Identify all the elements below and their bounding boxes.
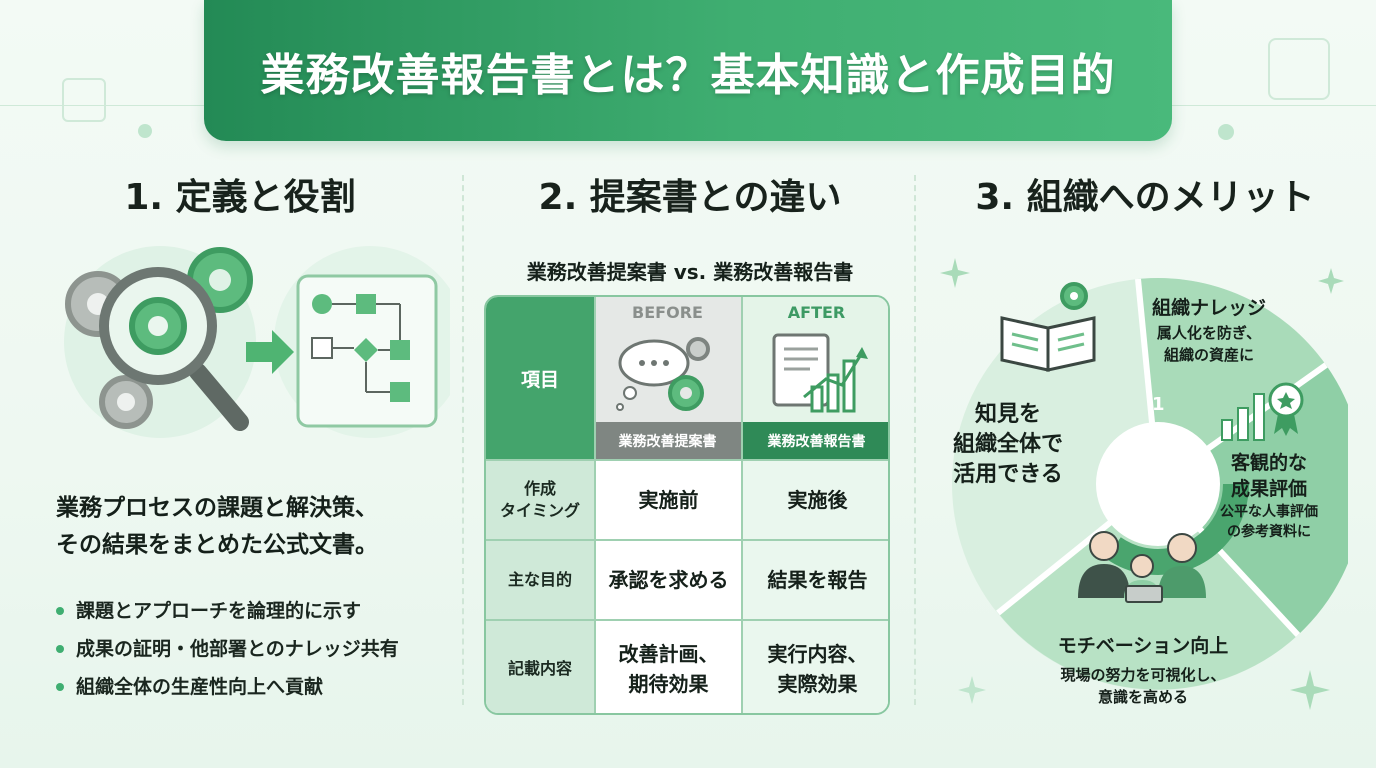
section1-title: 1. 定義と役割 bbox=[124, 177, 356, 218]
decor-square bbox=[62, 78, 106, 122]
section1-illustration bbox=[64, 246, 450, 438]
segment-desc: 現場の努力を可視化し、 bbox=[1060, 666, 1226, 684]
thought-bubble-icon bbox=[616, 337, 710, 411]
title-banner: 業務改善報告書とは？基本知識と作成目的 bbox=[204, 0, 1172, 141]
segment-title: 客観的な bbox=[1230, 452, 1307, 474]
report-chart-icon bbox=[772, 333, 868, 413]
description-line: 業務プロセスの課題と解決策、 bbox=[56, 495, 378, 521]
after-cell-content: 実行内容、 実際効果 bbox=[743, 621, 888, 713]
cell-text: 結果を報告 bbox=[767, 568, 868, 592]
after-cell-purpose: 結果を報告 bbox=[743, 541, 888, 619]
bullet-text: 課題とアプローチを論理的に示す bbox=[76, 600, 362, 622]
flowchart-icon bbox=[296, 274, 438, 428]
decor-dot bbox=[1218, 124, 1234, 140]
row-label-text: 記載内容 bbox=[507, 659, 572, 678]
segment-3-label: モチベーション向上 現場の努力を可視化し、 意識を高める bbox=[1018, 632, 1268, 708]
list-item: 組織全体の生産性向上へ貢献 bbox=[56, 668, 399, 706]
decor-line bbox=[0, 105, 204, 106]
before-label: BEFORE bbox=[632, 303, 703, 322]
section2-title: 2. 提案書との違い bbox=[538, 177, 842, 218]
row-label-purpose: 主な目的 bbox=[486, 541, 594, 619]
bullet-dot bbox=[56, 683, 64, 691]
row-label-text: 作成 bbox=[523, 479, 556, 498]
sparkle-icon bbox=[1290, 670, 1330, 710]
segment-title: 成果評価 bbox=[1230, 478, 1307, 500]
before-doc-tag: 業務改善提案書 bbox=[594, 422, 741, 459]
row-separator bbox=[486, 459, 888, 461]
cell-text: 実行内容、 bbox=[767, 642, 868, 666]
sparkle-icon bbox=[958, 676, 986, 704]
cell-text: 改善計画、 bbox=[618, 642, 719, 666]
row-separator bbox=[486, 619, 888, 621]
segment-2 bbox=[1158, 365, 1348, 635]
after-label: AFTER bbox=[787, 303, 846, 322]
bullet-dot bbox=[56, 607, 64, 615]
cell-text: 実際効果 bbox=[777, 672, 858, 696]
center-text-line: 活用できる bbox=[953, 462, 1063, 487]
section2-subtitle: 業務改善提案書 vs. 業務改善報告書 bbox=[526, 260, 854, 284]
comparison-table: 項目 BEFORE AFTER 業務改善提案書 業務改善報告書 作成 タイミング bbox=[484, 295, 890, 715]
segment-desc: 組織の資産に bbox=[1163, 346, 1254, 364]
benefits-wheel: 1 2 3 知見を 組織全体で 活用できる 組織ナレッジ 属人化を防ぎ、 組織の… bbox=[928, 248, 1348, 720]
header-item: 項目 bbox=[486, 297, 594, 459]
segment-desc: 属人化を防ぎ、 bbox=[1156, 324, 1262, 342]
list-item: 課題とアプローチを論理的に示す bbox=[56, 592, 399, 630]
open-book-icon bbox=[1000, 282, 1096, 372]
page-title: 業務改善報告書とは？基本知識と作成目的 bbox=[260, 49, 1116, 101]
wheel-hub bbox=[1096, 422, 1220, 546]
row-label-text: 主な目的 bbox=[507, 570, 572, 589]
cell-text: 期待効果 bbox=[628, 672, 709, 696]
list-item: 成果の証明・他部署とのナレッジ共有 bbox=[56, 630, 399, 668]
inner-ring bbox=[1067, 393, 1249, 575]
segment-number-1: 1 bbox=[1152, 394, 1165, 415]
bullet-dot bbox=[56, 645, 64, 653]
segment-desc: 意識を高める bbox=[1097, 688, 1188, 706]
row-label-content: 記載内容 bbox=[486, 621, 594, 713]
description-line: その結果をまとめた公式文書。 bbox=[56, 532, 378, 558]
column-separator bbox=[741, 297, 743, 713]
section3-title: 3. 組織へのメリット bbox=[975, 177, 1315, 218]
section1-description: 業務プロセスの課題と解決策、 その結果をまとめた公式文書。 bbox=[56, 490, 378, 564]
decor-dot bbox=[138, 124, 152, 138]
segment-number-2: 2 bbox=[1190, 456, 1203, 477]
column-divider bbox=[462, 175, 464, 705]
segment-desc: の参考資料に bbox=[1227, 524, 1311, 540]
segment-1-label: 組織ナレッジ 属人化を防ぎ、 組織の資産に bbox=[1134, 294, 1284, 366]
center-text-line: 知見を bbox=[974, 402, 1041, 427]
row-label-timing: 作成 タイミング bbox=[486, 461, 594, 539]
bar-chart-medal-icon bbox=[1221, 382, 1304, 441]
before-cell-content: 改善計画、 期待効果 bbox=[596, 621, 741, 713]
segment-title: モチベーション向上 bbox=[1057, 635, 1229, 657]
row-separator bbox=[486, 539, 888, 541]
team-people-icon bbox=[1078, 531, 1206, 603]
segment-number-3: 3 bbox=[1124, 514, 1137, 535]
decor-line bbox=[1172, 105, 1376, 106]
segment-2-label: 客観的な 成果評価 公平な人事評価 の参考資料に bbox=[1204, 450, 1334, 542]
cell-text: 実施前 bbox=[638, 488, 699, 512]
arrow-right-icon bbox=[246, 330, 294, 374]
cell-text: 承認を求める bbox=[608, 568, 729, 592]
before-cell-purpose: 承認を求める bbox=[596, 541, 741, 619]
section1-bullets: 課題とアプローチを論理的に示す 成果の証明・他部署とのナレッジ共有 組織全体の生… bbox=[56, 592, 399, 706]
sparkle-icon bbox=[940, 258, 970, 288]
column-divider bbox=[914, 175, 916, 705]
sparkle-icon bbox=[1318, 268, 1344, 294]
row-label-text: タイミング bbox=[499, 501, 580, 520]
wheel-graphic bbox=[952, 278, 1348, 690]
column-separator bbox=[594, 297, 596, 713]
segment-title: 組織ナレッジ bbox=[1151, 297, 1266, 319]
bullet-text: 成果の証明・他部署とのナレッジ共有 bbox=[76, 638, 399, 660]
gear-magnifier-icon bbox=[65, 247, 253, 431]
wheel-center-text: 知見を 組織全体で 活用できる bbox=[938, 400, 1078, 490]
after-doc-tag: 業務改善報告書 bbox=[741, 422, 888, 459]
before-cell-timing: 実施前 bbox=[596, 461, 741, 539]
segment-desc: 公平な人事評価 bbox=[1220, 504, 1318, 520]
decor-square bbox=[1268, 38, 1330, 100]
center-text-line: 組織全体で bbox=[952, 432, 1063, 457]
bullet-text: 組織全体の生産性向上へ貢献 bbox=[76, 676, 324, 698]
after-cell-timing: 実施後 bbox=[743, 461, 888, 539]
cell-text: 実施後 bbox=[787, 488, 848, 512]
